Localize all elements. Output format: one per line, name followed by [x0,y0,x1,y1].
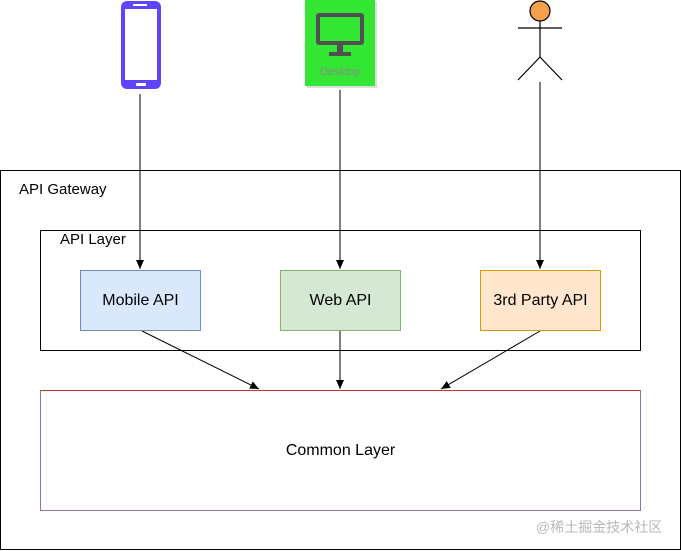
third-party-api-box: 3rd Party API [480,270,601,331]
api-gateway-title: API Gateway [19,181,107,198]
common-layer-box: Common Layer [40,390,641,511]
mobile-phone-icon [121,1,161,89]
third-party-api-to-common-arrow [440,330,541,390]
mobile-api-to-common-arrow [141,330,260,390]
web-api-box: Web API [280,270,401,331]
api-layer-title: API Layer [60,231,126,248]
mobile-api-box: Mobile API [80,270,201,331]
api-layer-container [40,230,641,351]
third-party-actor-icon [517,0,563,81]
desktop-icon [305,0,377,88]
watermark: @稀土掘金技术社区 [536,519,663,535]
desktop-caption: Desktop [319,66,361,78]
